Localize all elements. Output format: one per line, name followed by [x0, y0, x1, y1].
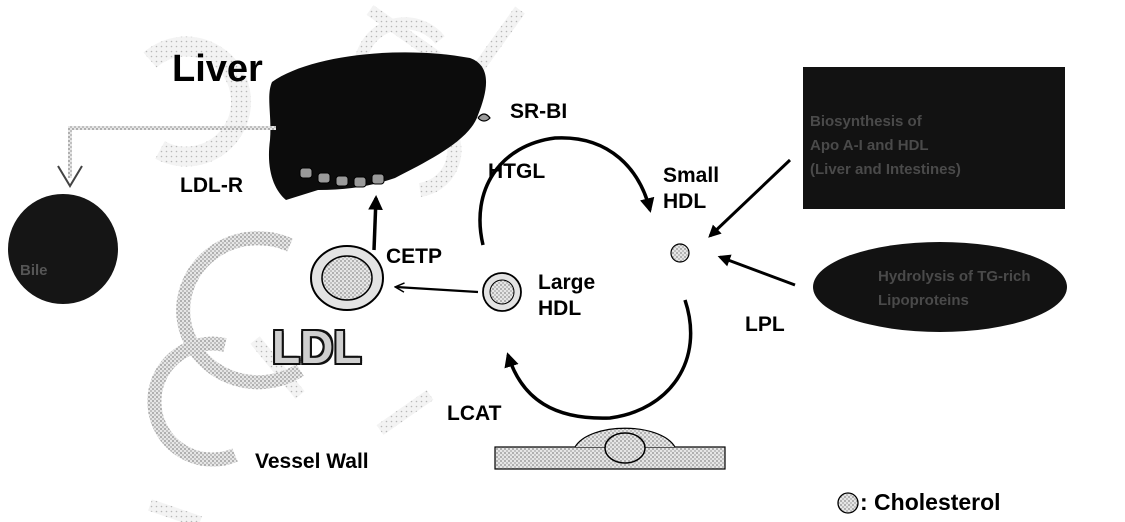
lcat-label: LCAT [447, 402, 501, 426]
hydrolysis-ellipse [813, 242, 1067, 332]
legend-cholesterol-icon [838, 493, 858, 513]
sr-bi-receptor [478, 114, 490, 121]
apoa-box-line-1: Biosynthesis of [810, 113, 922, 130]
cetp-label: CETP [386, 245, 442, 269]
sr-bi-label: SR-BI [510, 100, 567, 124]
ldl-r-label: LDL-R [180, 174, 243, 198]
lpl-to-small-hdl-arrow [720, 257, 795, 285]
small-hdl-particle [671, 244, 689, 262]
lcat-arc-arrow [508, 300, 691, 418]
ldl-to-liver-arrow [374, 198, 376, 250]
htgl-label: HTGL [488, 160, 545, 184]
legend-cholesterol-label: : Cholesterol [860, 489, 1001, 516]
liver-label: Liver [172, 48, 263, 91]
sr-bi-arc-arrow [480, 138, 650, 245]
ldl-particle-core [322, 256, 372, 300]
vessel-wall-label: Vessel Wall [255, 450, 369, 474]
apoa-to-small-hdl-arrow [710, 160, 790, 236]
large-hdl-core [490, 280, 514, 304]
hydrolysis-line-1: Hydrolysis of TG-rich [878, 268, 1031, 285]
large-hdl-label: Large HDL [538, 270, 595, 322]
lpl-label: LPL [745, 313, 785, 337]
plaque-cholesterol [605, 433, 645, 463]
lower-vessel-ring [154, 344, 235, 460]
apoa-box-line-2: Apo A-I and HDL [810, 137, 929, 154]
small-hdl-label: Small HDL [663, 163, 719, 215]
bile-label: Bile [20, 262, 48, 279]
hydrolysis-line-2: Lipoproteins [878, 292, 969, 309]
apoa-box-line-3: (Liver and Intestines) [810, 161, 961, 178]
bile-circle [8, 194, 118, 304]
large-hdl-to-ldl-arrow [396, 287, 478, 292]
ldl-label: LDL [272, 320, 361, 374]
